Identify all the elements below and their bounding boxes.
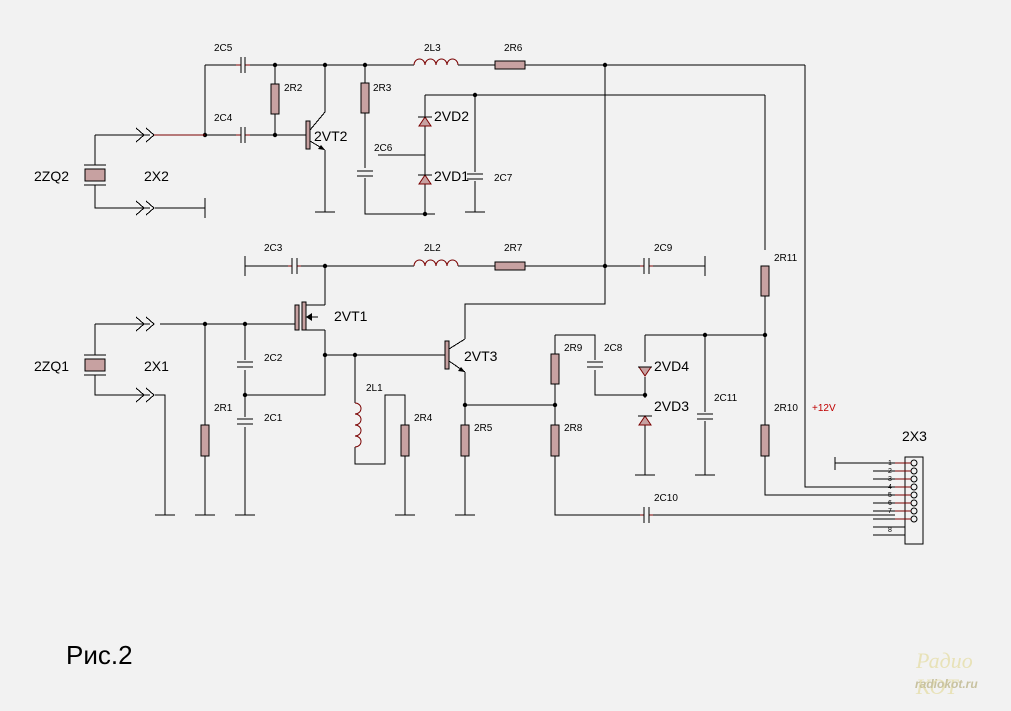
label-2c9: 2C9 — [654, 243, 673, 254]
watermark-logo: Радио КОТ — [916, 648, 973, 699]
label-2c10: 2C10 — [654, 493, 678, 504]
label-2l1: 2L1 — [366, 383, 383, 394]
capacitor-2c6 — [357, 170, 373, 177]
pin-label: 4 — [888, 484, 892, 491]
capacitor-2c10 — [640, 507, 653, 523]
capacitor-2c1 — [237, 418, 253, 425]
diode-2vd1 — [418, 174, 432, 185]
label-2vd4: 2VD4 — [654, 358, 689, 374]
label-2x3: 2X3 — [902, 428, 927, 444]
resistor-2r6 — [494, 60, 526, 70]
input-connector-2x1 — [135, 316, 155, 403]
label-2r7: 2R7 — [504, 243, 523, 254]
label-2c2: 2C2 — [264, 353, 283, 364]
label-2x2: 2X2 — [144, 168, 169, 184]
label-2l3: 2L3 — [424, 43, 441, 54]
label-2r10: 2R10 — [774, 403, 798, 414]
wires — [94, 64, 895, 516]
diode-2vd2 — [418, 116, 432, 127]
capacitor-2c11 — [697, 413, 713, 420]
capacitor-2c9 — [640, 258, 653, 274]
quartz-2zq2 — [84, 164, 106, 186]
label-2zq2: 2ZQ2 — [34, 168, 69, 184]
label-2c6: 2C6 — [374, 143, 393, 154]
resistor-2r3 — [360, 82, 370, 114]
label-2r1: 2R1 — [214, 403, 233, 414]
resistor-2r10 — [760, 424, 770, 457]
pin-label: 8 — [888, 527, 892, 534]
label-2vd1: 2VD1 — [434, 168, 469, 184]
label-2r4: 2R4 — [414, 413, 433, 424]
label-2x1: 2X1 — [144, 358, 169, 374]
supply-label: +12V — [812, 403, 836, 414]
capacitor-2c7 — [467, 173, 483, 180]
resistor-2r8 — [550, 424, 560, 457]
label-2zq1: 2ZQ1 — [34, 358, 69, 374]
label-2c1: 2C1 — [264, 413, 283, 424]
component-labels: 2C5 2C4 2L3 2R6 2R2 2R3 2VD2 2VT2 2C6 2V… — [34, 43, 927, 504]
capacitor-2c8 — [587, 361, 603, 368]
label-2c3: 2C3 — [264, 243, 283, 254]
inductor-2l1 — [354, 402, 362, 448]
label-2vd2: 2VD2 — [434, 108, 469, 124]
label-2vt1: 2VT1 — [334, 308, 368, 324]
label-2vd3: 2VD3 — [654, 398, 689, 414]
label-2vt3: 2VT3 — [464, 348, 498, 364]
resistor-2r2 — [270, 83, 280, 115]
junction-dots — [202, 62, 768, 408]
capacitor-2c4 — [236, 127, 250, 143]
label-2c11: 2C11 — [714, 393, 738, 404]
pin-label: 1 — [888, 460, 892, 467]
resistor-2r11 — [760, 265, 770, 297]
diode-2vd3 — [638, 415, 652, 426]
capacitor-2c5 — [236, 57, 250, 73]
pin-label: 3 — [888, 476, 892, 483]
figure-caption: Рис.2 — [66, 640, 133, 670]
resistor-2r1 — [200, 424, 210, 457]
capacitor-2c3 — [288, 258, 301, 274]
pin-label: 6 — [888, 500, 892, 507]
transistor-2vt2 — [305, 111, 326, 151]
watermark-url: radiokot.ru — [915, 677, 978, 691]
resistor-2r9 — [550, 353, 560, 385]
pin-label: 5 — [888, 492, 892, 499]
quartz-2zq1 — [84, 354, 106, 376]
label-2r11: 2R11 — [774, 253, 798, 264]
inductor-2l3 — [413, 58, 459, 66]
resistor-2r4 — [400, 424, 410, 457]
label-2r5: 2R5 — [474, 423, 493, 434]
label-2vt2: 2VT2 — [314, 128, 348, 144]
resistor-2r7 — [494, 261, 526, 271]
label-2r6: 2R6 — [504, 43, 523, 54]
label-2r2: 2R2 — [284, 83, 303, 94]
label-2r8: 2R8 — [564, 423, 583, 434]
pin-label: 2 — [888, 468, 892, 475]
label-2c8: 2C8 — [604, 343, 623, 354]
transistor-2vt1 — [294, 301, 325, 331]
label-2c5: 2C5 — [214, 43, 233, 54]
transistor-2vt3 — [444, 338, 466, 373]
pin-label: 7 — [888, 508, 892, 515]
label-2l2: 2L2 — [424, 243, 441, 254]
connector-2x3: 1 2 3 4 5 6 7 8 — [873, 456, 924, 545]
label-2r3: 2R3 — [373, 83, 392, 94]
inductor-2l2 — [413, 259, 459, 267]
label-2r9: 2R9 — [564, 343, 583, 354]
label-2c7: 2C7 — [494, 173, 513, 184]
capacitor-2c2 — [237, 361, 253, 368]
label-2c4: 2C4 — [214, 113, 233, 124]
diode-2vd4 — [638, 366, 652, 377]
input-connector-2x2 — [135, 127, 205, 216]
resistor-2r5 — [460, 424, 470, 457]
